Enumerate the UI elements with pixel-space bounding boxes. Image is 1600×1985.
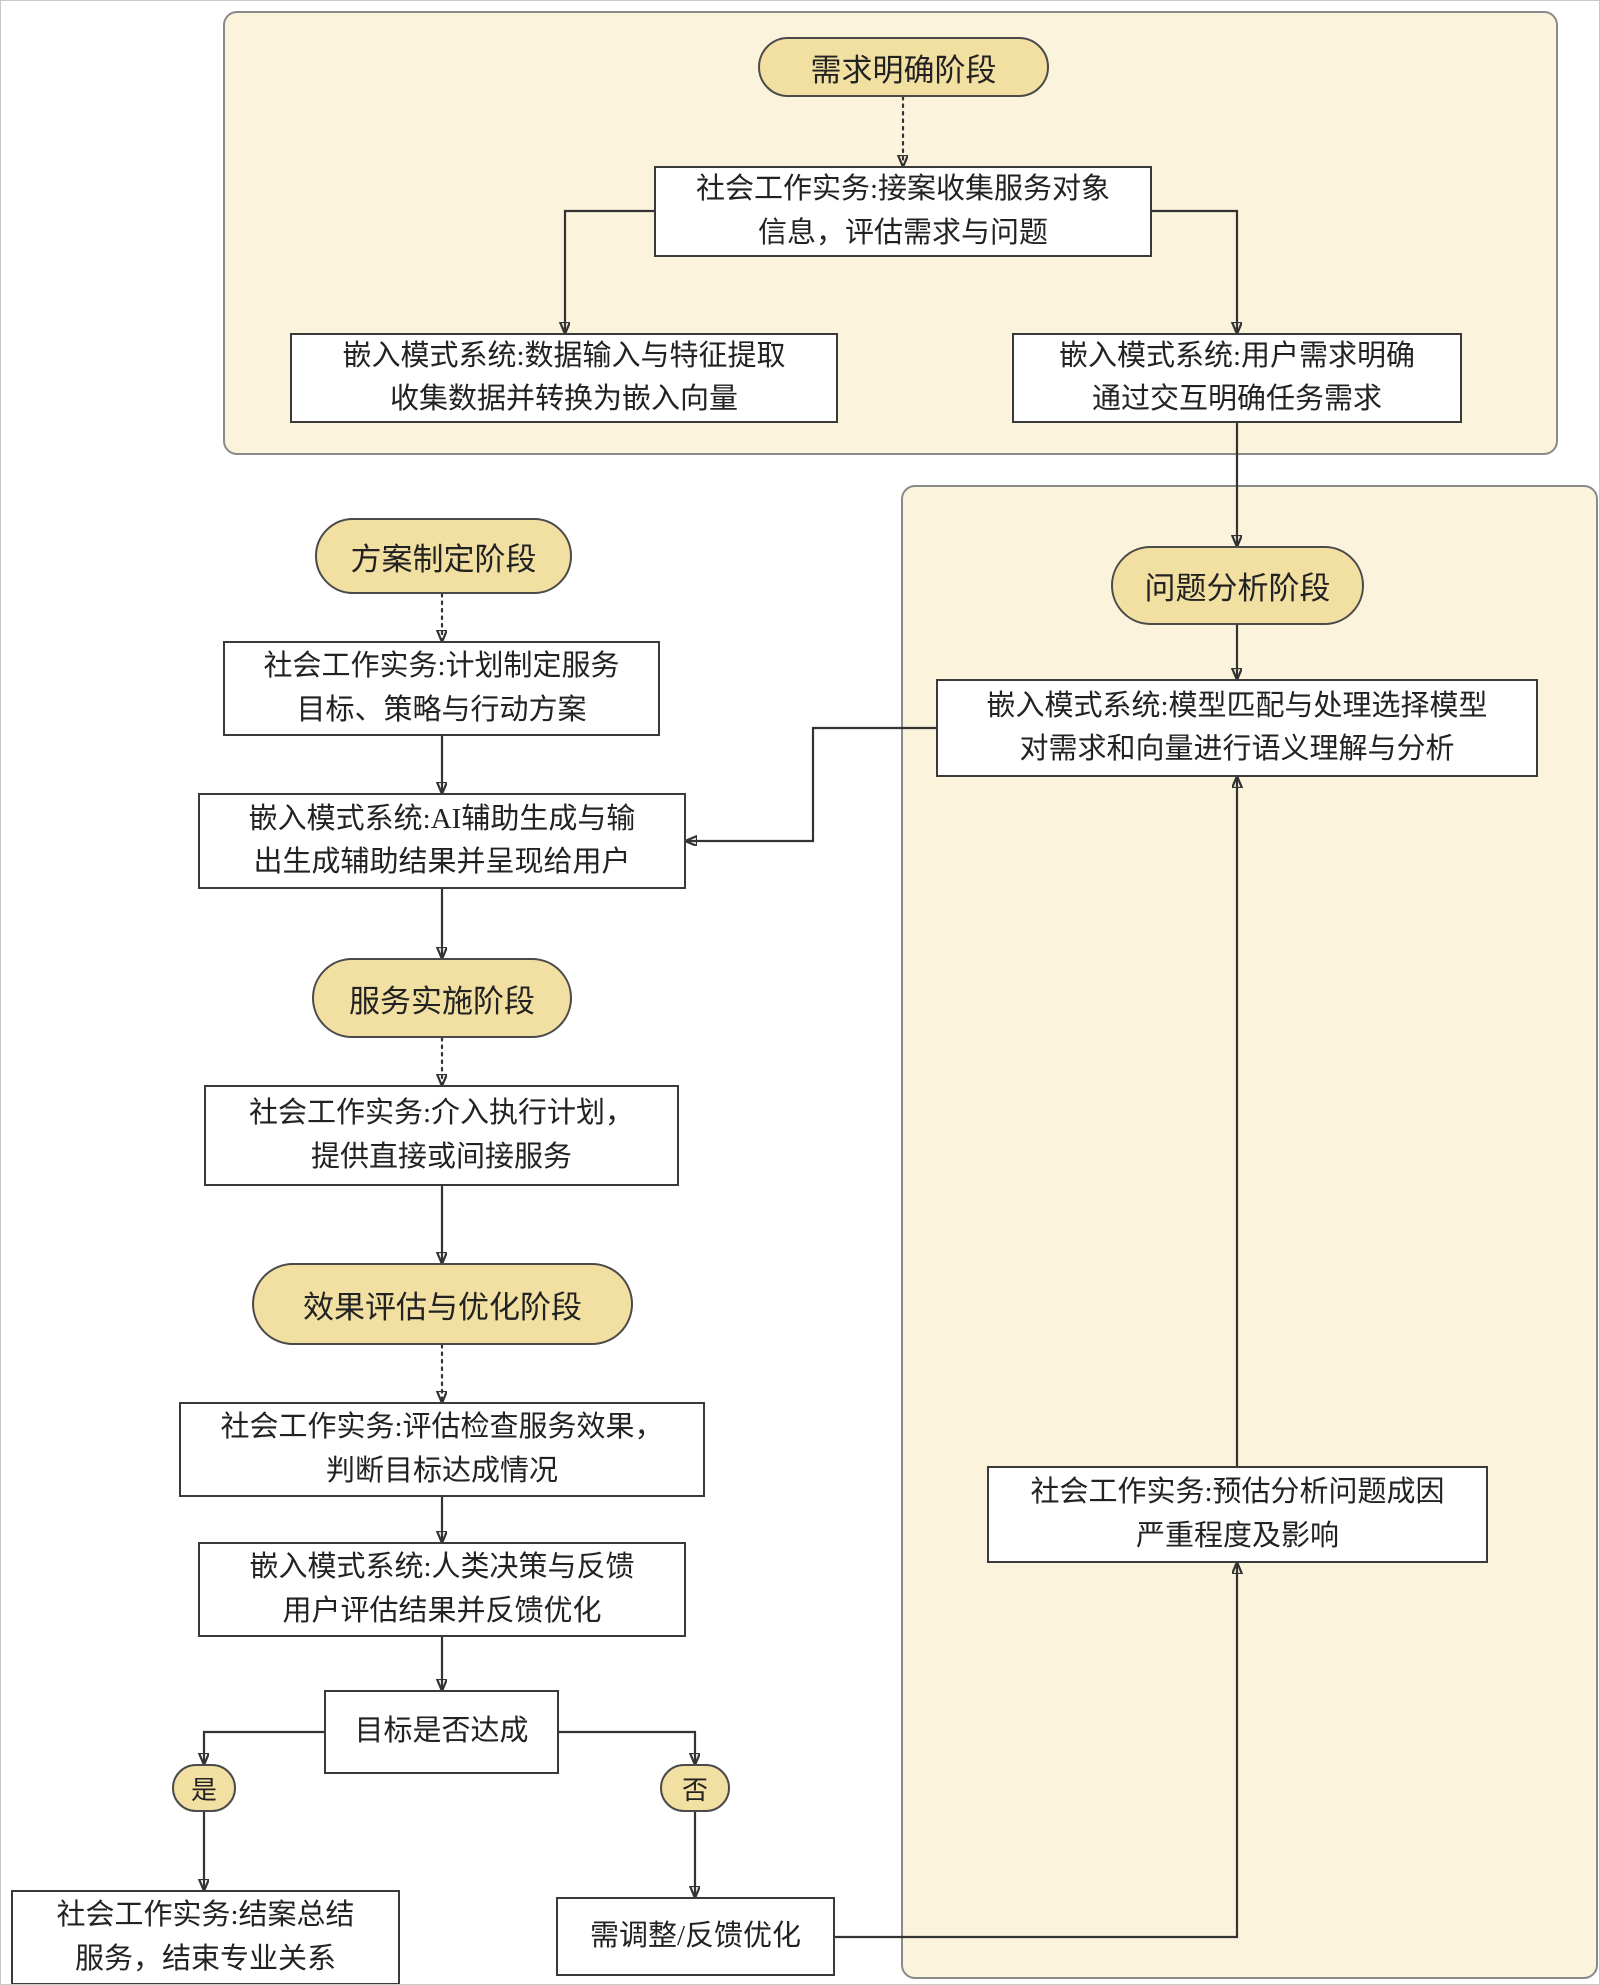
node-human-feedback: 嵌入模式系统:人类决策与反馈 用户评估结果并反馈优化 <box>198 1542 686 1637</box>
node-intervene: 社会工作实务:介入执行计划， 提供直接或间接服务 <box>204 1085 679 1186</box>
arrow-model-match-to-ai-output <box>686 726 936 841</box>
stage-pill-requirement: 需求明确阶段 <box>758 37 1049 97</box>
node-data-input: 嵌入模式系统:数据输入与特征提取 收集数据并转换为嵌入向量 <box>290 333 838 423</box>
node-intake: 社会工作实务:接案收集服务对象 信息，评估需求与问题 <box>654 166 1152 257</box>
node-ai-output: 嵌入模式系统:AI辅助生成与输 出生成辅助结果并呈现给用户 <box>198 793 686 889</box>
stage-pill-analysis: 问题分析阶段 <box>1111 546 1364 625</box>
node-user-need: 嵌入模式系统:用户需求明确 通过交互明确任务需求 <box>1012 333 1462 423</box>
stage-pill-evaluation: 效果评估与优化阶段 <box>252 1263 633 1345</box>
arrow-goal-check-to-no <box>559 1730 695 1764</box>
arrow-goal-check-to-yes <box>204 1730 324 1764</box>
node-preassess: 社会工作实务:预估分析问题成因 严重程度及影响 <box>987 1466 1488 1563</box>
stage-pill-implementation: 服务实施阶段 <box>312 958 572 1038</box>
branch-pill-yes: 是 <box>172 1764 236 1812</box>
node-assess: 社会工作实务:评估检查服务效果， 判断目标达成情况 <box>179 1402 705 1497</box>
stage-pill-planning: 方案制定阶段 <box>315 518 572 594</box>
node-closing: 社会工作实务:结案总结 服务，结束专业关系 <box>11 1890 400 1984</box>
node-plan: 社会工作实务:计划制定服务 目标、策略与行动方案 <box>223 641 660 736</box>
node-adjust: 需调整/反馈优化 <box>556 1897 835 1976</box>
branch-pill-no: 否 <box>660 1764 730 1812</box>
node-model-match: 嵌入模式系统:模型匹配与处理选择模型 对需求和向量进行语义理解与分析 <box>936 679 1538 777</box>
node-goal-check: 目标是否达成 <box>324 1690 559 1774</box>
